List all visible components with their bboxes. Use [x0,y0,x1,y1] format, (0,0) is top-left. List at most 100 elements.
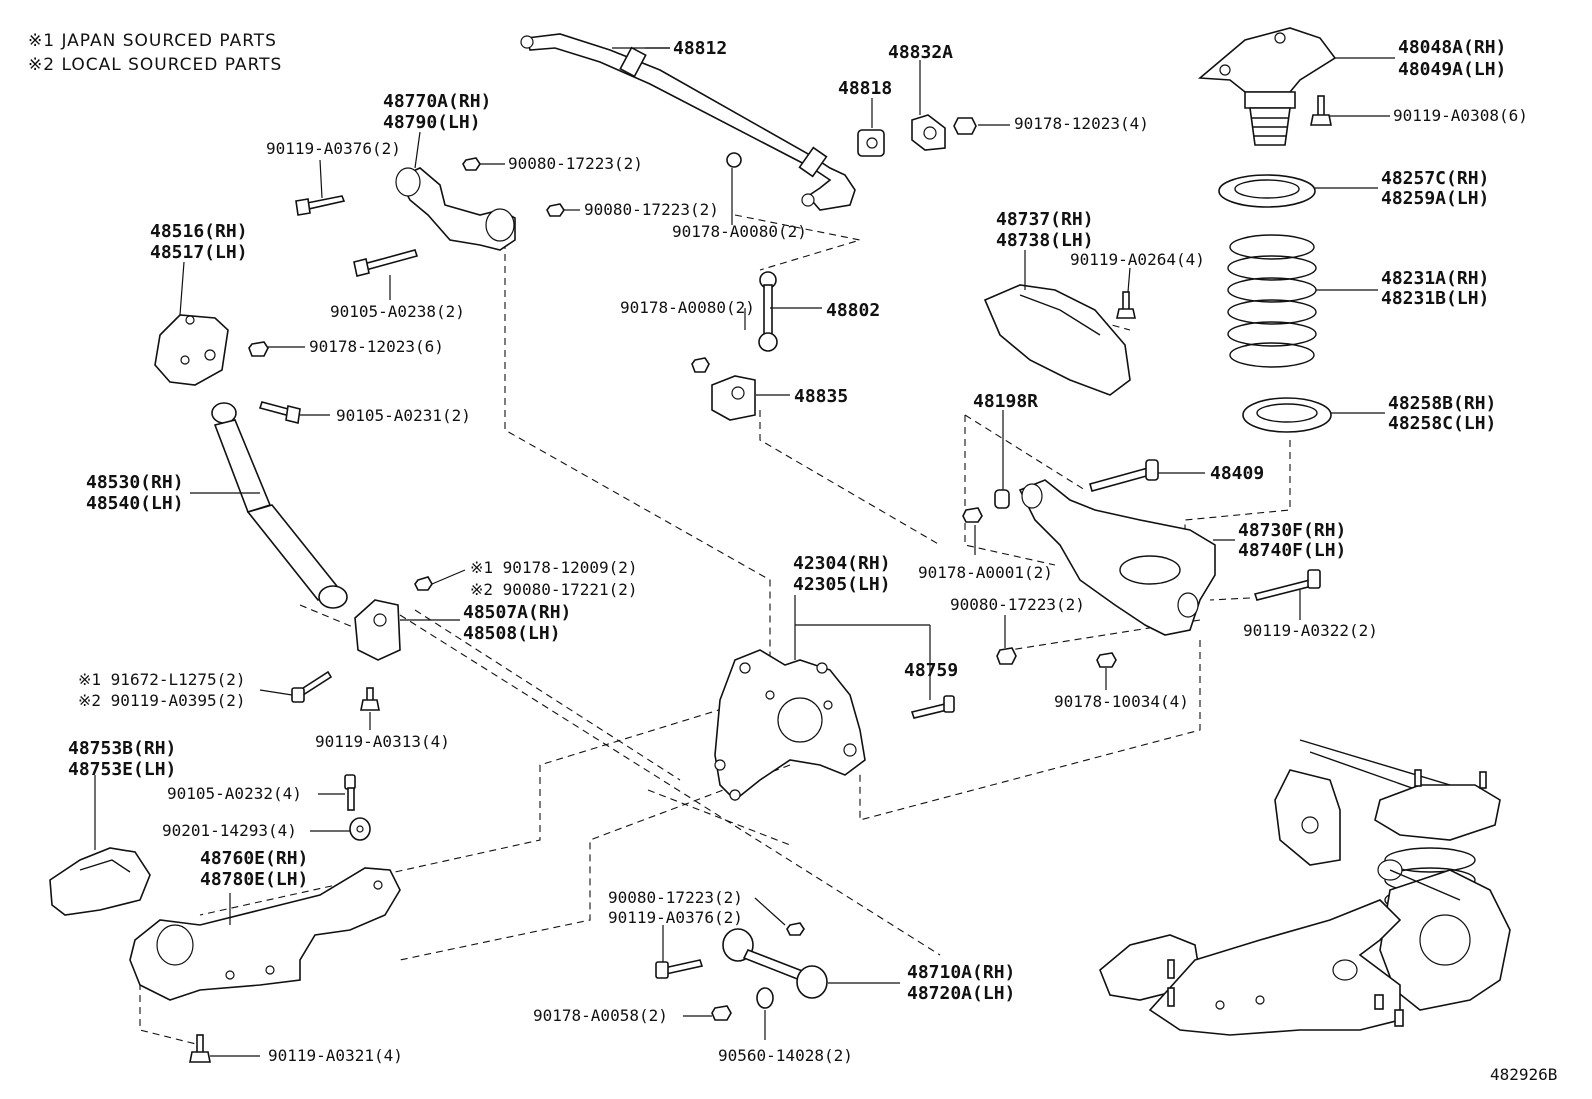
label-nut-upper-arm-b: 90080-17223(2) [584,200,719,219]
lower-arm [1018,479,1216,636]
stabilizer-bar [520,33,856,211]
nut-icon [996,647,1017,665]
label-nut-bracket-local: ※2 90080-17221(2) [470,580,638,599]
stabilizer-link-bracket [711,375,756,421]
label-bolt-upper-arm-b: 90105-A0238(2) [330,302,465,321]
label-nut-link-a: 90178-A0080(2) [672,222,807,241]
bolt-icon [189,1034,211,1063]
label-upper-spring-seat-lh: 48259A(LH) [1381,188,1489,209]
lower-cover [49,847,151,916]
label-member-bracket-rh: 48507A(RH) [463,602,571,623]
assembly-dashed-lines [139,214,1291,1046]
label-cover-rh: 48737(RH) [996,209,1094,230]
label-bolt-upper-support: 90119-A0308(6) [1393,106,1528,125]
label-stabilizer-bar: 48812 [673,38,727,59]
label-lower-arm-rh: 48730F(RH) [1238,520,1346,541]
label-trailing-arm-lh: 48780E(LH) [200,869,308,890]
camber-bolt [1089,459,1159,492]
nut-icon [786,922,805,936]
nut-icon [711,1005,732,1021]
label-stabilizer-link: 48802 [826,300,880,321]
coil-spring [1227,234,1317,368]
bolt-icon [910,695,955,719]
label-coil-spring-lh: 48231B(LH) [1381,288,1489,309]
washer-icon [756,987,774,1009]
washer-icon [349,817,371,841]
trailing-arm [129,867,401,1001]
label-shock-absorber-lh: 48540(LH) [86,493,184,514]
nut-icon [462,157,481,171]
stabilizer-bracket [911,114,946,151]
label-stabilizer-bushing: 48818 [838,78,892,99]
label-nut-toe-b: 90178-A0058(2) [533,1006,668,1025]
label-toe-arm-lh: 48720A(LH) [907,983,1015,1004]
label-lower-spring-seat-rh: 48258B(RH) [1388,393,1496,414]
label-lower-spring-seat-lh: 48258C(LH) [1388,413,1496,434]
bolt-icon [258,401,301,424]
label-member-bracket-lh: 48508(LH) [463,623,561,644]
nut-icon [414,576,433,591]
note-local-sourced: ※2 LOCAL SOURCED PARTS [28,55,282,75]
label-nut-bracket-japan: ※1 90178-12009(2) [470,558,638,577]
label-upper-support-rh: 48048A(RH) [1398,37,1506,58]
label-nut-upper-arm-a: 90080-17223(2) [508,154,643,173]
label-nut-stab-bracket: 90178-12023(4) [1014,114,1149,133]
label-upper-arm-lh: 48790(LH) [383,112,481,133]
label-lower-arm-lh: 48740F(LH) [1238,540,1346,561]
label-nut-lower-a: 90178-A0001(2) [918,563,1053,582]
label-washer-lower: 90201-14293(4) [162,821,297,840]
label-cover-lh: 48738(LH) [996,230,1094,251]
bolt-icon [1310,95,1332,126]
label-nut-toe-a: 90080-17223(2) [608,888,743,907]
label-shock-absorber-rh: 48530(RH) [86,472,184,493]
bolt-icon [353,249,419,277]
stopper [994,489,1010,509]
upper-support [1197,27,1337,146]
label-camber-bolt: 48409 [1210,463,1264,484]
nut-icon [248,341,269,357]
label-trailing-arm-rh: 48760E(RH) [200,848,308,869]
label-bolt-shock: 90105-A0231(2) [336,406,471,425]
bolt-icon [344,774,356,811]
assembled-suspension-view [1099,739,1511,1036]
label-nut-lower-c: 90178-10034(4) [1054,692,1189,711]
label-nut-lower-b: 90080-17223(2) [950,595,1085,614]
label-toe-bolt: 48759 [904,660,958,681]
label-upper-spring-seat-rh: 48257C(RH) [1381,168,1489,189]
bolt-icon [291,670,333,703]
toe-arm [722,928,828,999]
nut-icon [962,507,983,523]
bolt-icon [360,687,380,711]
member-bracket [354,599,401,661]
label-stabilizer-bracket: 48832A [888,42,953,63]
label-nut-shock-bracket: 90178-12023(6) [309,337,444,356]
label-bolt-bracket-local: ※2 90119-A0395(2) [78,691,246,710]
steering-knuckle [714,649,866,802]
label-nut-link-b: 90178-A0080(2) [620,298,755,317]
bolt-icon [1253,569,1321,601]
label-washer-toe: 90560-14028(2) [718,1046,853,1065]
stabilizer-bushing [857,129,885,157]
bolt-icon [1116,291,1136,319]
label-upper-arm-rh: 48770A(RH) [383,91,491,112]
bolt-icon [655,959,704,979]
label-bolt-cover: 90119-A0264(4) [1070,250,1205,269]
label-stopper: 48198R [973,391,1038,412]
nut-icon [691,357,710,373]
label-stabilizer-link-bracket: 48835 [794,386,848,407]
label-bolt-trailing: 90119-A0321(4) [268,1046,403,1065]
upper-spring-seat [1218,174,1316,208]
suspension-cover [983,284,1131,396]
stabilizer-link [726,152,778,352]
label-shock-bracket-lh: 48517(LH) [150,242,248,263]
upper-arm [395,167,516,251]
label-coil-spring-rh: 48231A(RH) [1381,268,1489,289]
label-shock-bracket-rh: 48516(RH) [150,221,248,242]
label-bolt-lower-arm: 90119-A0322(2) [1243,621,1378,640]
nut-icon [546,203,565,217]
leader-lines [94,47,1395,1057]
label-bolt-bracket-c: 90119-A0313(4) [315,732,450,751]
bolt-icon [295,195,346,216]
label-knuckle-lh: 42305(LH) [793,574,891,595]
